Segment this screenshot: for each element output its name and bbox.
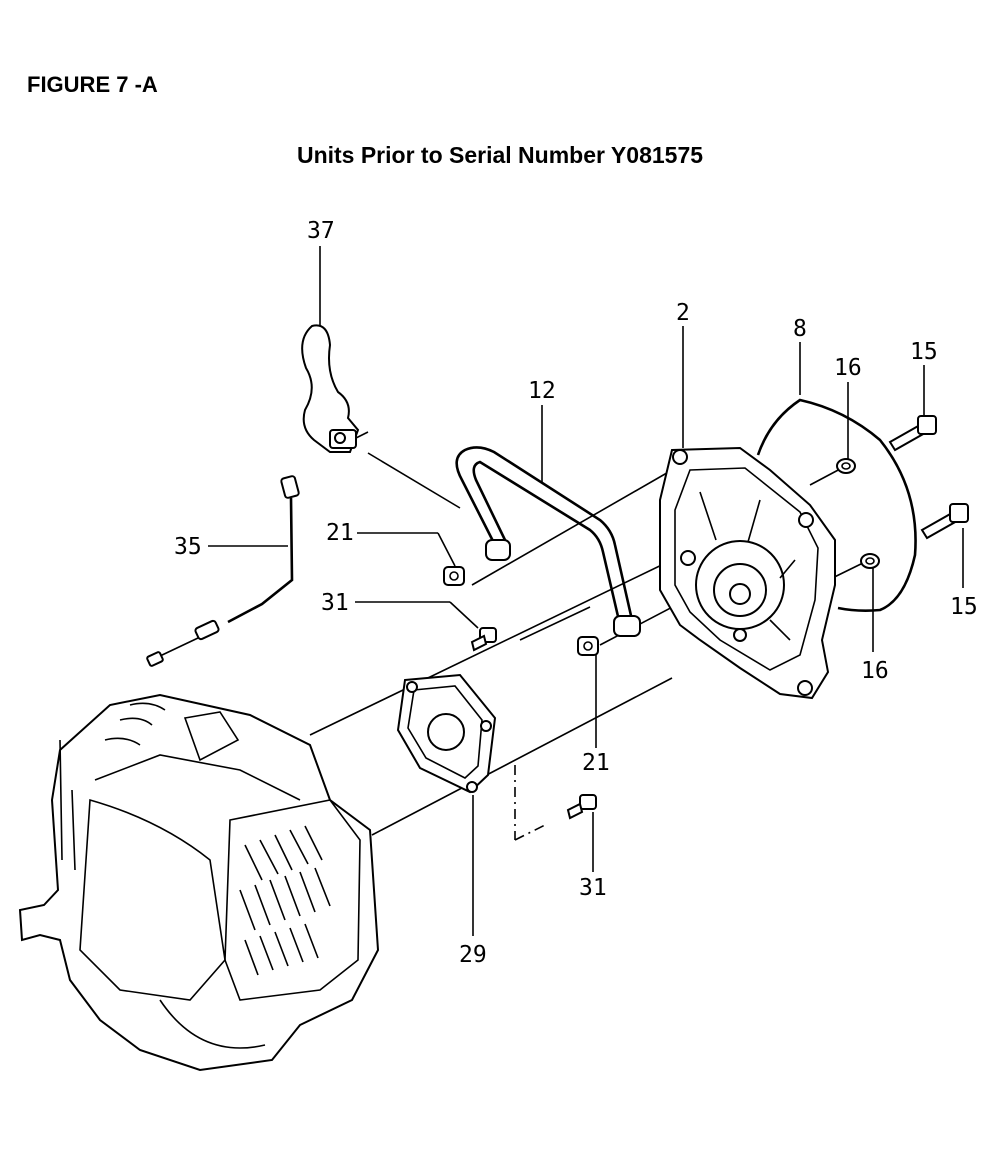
- screw-parts: [470, 627, 597, 820]
- throttle-cable-part: [146, 475, 300, 667]
- leader-lines: [208, 246, 964, 936]
- callout-8: 8: [793, 316, 807, 342]
- callout-35: 35: [174, 534, 202, 560]
- callout-37: 37: [307, 218, 335, 244]
- callout-labels: 37 2 8 16 15 12 35 21 31 15 16 21 31 29: [174, 218, 978, 968]
- washer-parts: [836, 458, 880, 569]
- callout-16-bottom: 16: [861, 658, 889, 684]
- bolt-parts: [888, 415, 969, 540]
- gasket-part: [756, 398, 917, 612]
- throttle-lever-part: [301, 324, 369, 453]
- callout-29: 29: [459, 942, 487, 968]
- callout-15-top: 15: [910, 339, 938, 365]
- callout-31-left: 31: [321, 590, 349, 616]
- callout-15-bottom: 15: [950, 594, 978, 620]
- callout-21-bottom: 21: [582, 750, 610, 776]
- handle-loop-part: [455, 446, 641, 637]
- mounting-plate-part: [659, 446, 836, 700]
- callout-2: 2: [676, 300, 690, 326]
- callout-21-left: 21: [326, 520, 354, 546]
- diagram-subtitle: Units Prior to Serial Number Y081575: [296, 142, 704, 168]
- callout-16-top: 16: [834, 355, 862, 381]
- callout-12: 12: [528, 378, 556, 404]
- adapter-plate-part: [396, 673, 497, 794]
- engine-body-part: [18, 693, 380, 1072]
- figure-label: FIGURE 7 -A: [27, 72, 158, 97]
- callout-31-bottom: 31: [579, 875, 607, 901]
- nut-parts: [443, 566, 599, 656]
